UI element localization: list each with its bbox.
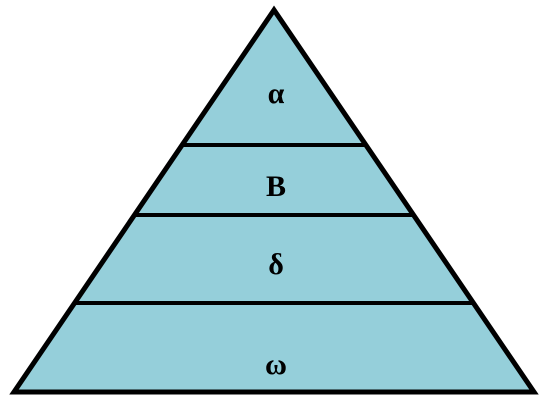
tier-label-omega: ω — [265, 348, 287, 381]
tier-label-b: B — [266, 170, 286, 203]
tier-label-alpha: α — [268, 77, 285, 110]
pyramid-body — [9, 5, 539, 395]
tier-label-delta: δ — [268, 248, 284, 281]
